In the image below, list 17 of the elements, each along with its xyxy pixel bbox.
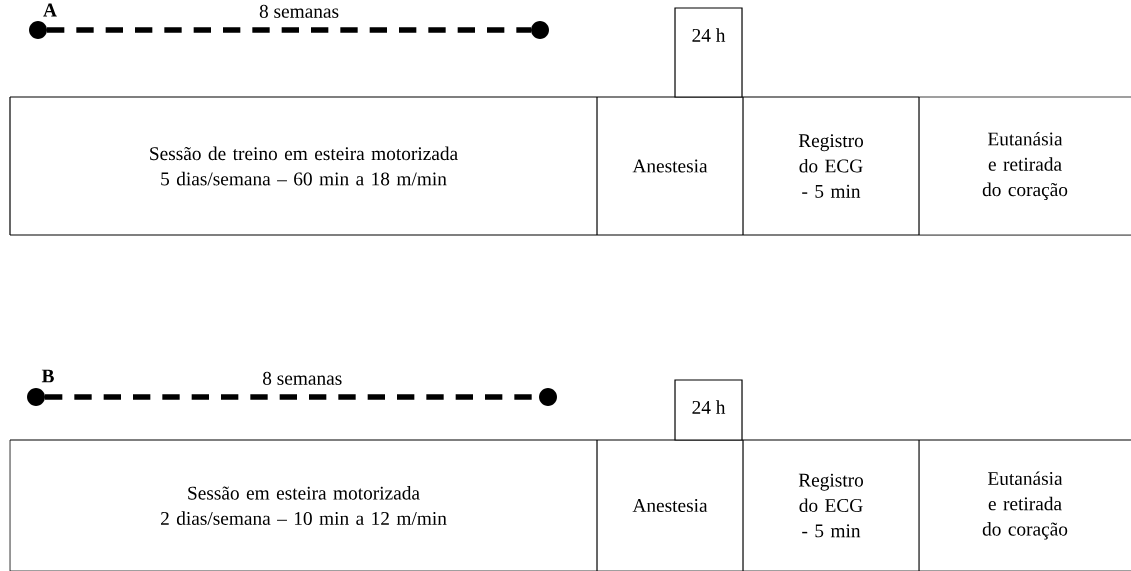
table-cell: Sessão de treino em esteira motorizada 5 dias/semana – 60 min a 18 m/min xyxy=(9,96,598,236)
timeline-dot xyxy=(539,388,557,406)
panel-letter: A xyxy=(43,3,57,17)
timeline-dot xyxy=(27,388,45,406)
edge-label: 8 semanas xyxy=(257,3,341,20)
duration-box: 24 h xyxy=(674,7,743,98)
table-cell: Eutanásia e retirada do coração xyxy=(918,439,1131,571)
timeline-dot xyxy=(29,21,47,39)
panel-letter: B xyxy=(41,369,54,383)
duration-box: 24 h xyxy=(674,379,743,441)
table-cell: Eutanásia e retirada do coração xyxy=(918,96,1131,236)
table-cell: Registro do ECG - 5 min xyxy=(742,96,920,236)
table-cell: Registro do ECG - 5 min xyxy=(742,439,920,571)
table-cell: Sessão em esteira motorizada 2 dias/semana – 10 min a 12 m/min xyxy=(9,439,598,571)
dashed-line xyxy=(47,27,531,33)
timeline-dot xyxy=(531,21,549,39)
edge-label: 8 semanas xyxy=(260,370,344,387)
